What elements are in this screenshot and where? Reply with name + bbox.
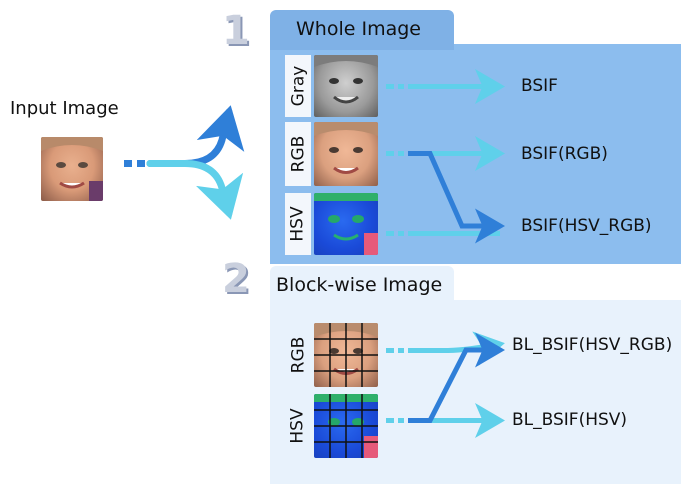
- rgb-face-image: [314, 122, 378, 186]
- input-split-arrow: [124, 105, 245, 220]
- whole-image-tab: [270, 10, 454, 50]
- input-face-image: [41, 137, 103, 201]
- hsv-face-image: [314, 193, 378, 255]
- channel-label-hsv: HSV: [285, 193, 311, 255]
- output-bl-bsif-hsv-rgb: BL_BSIF(HSV_RGB): [512, 335, 673, 355]
- input-image-label: Input Image: [10, 98, 119, 119]
- whole-image-title: Whole Image: [296, 18, 421, 40]
- output-bl-bsif-hsv: BL_BSIF(HSV): [512, 410, 628, 430]
- block-image-title: Block-wise Image: [276, 274, 443, 296]
- section-2-number: 2: [222, 256, 250, 302]
- gray-face-image: [314, 55, 378, 117]
- output-bsif-hsv-rgb: BSIF(HSV_RGB): [521, 216, 652, 236]
- block-hsv-face-image: [314, 394, 378, 458]
- block-arrows: [386, 331, 505, 438]
- whole-arrows: [386, 69, 505, 244]
- channel-label-rgb: RGB: [285, 122, 311, 186]
- section-1-number: 1: [222, 8, 250, 54]
- block-image-tab: [270, 266, 454, 302]
- block-rgb-face-image: [314, 323, 378, 387]
- output-bsif-rgb: BSIF(RGB): [521, 144, 608, 164]
- output-bsif: BSIF: [521, 76, 558, 96]
- channel-label-gray: Gray: [285, 55, 311, 117]
